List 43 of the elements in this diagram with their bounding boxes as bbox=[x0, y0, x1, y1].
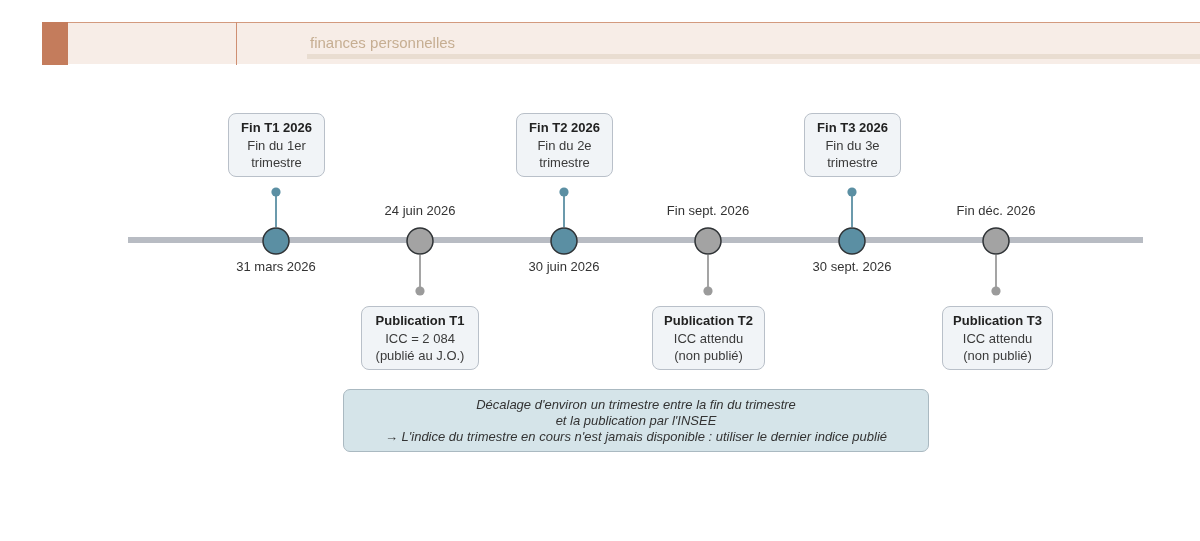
card-text: Fin du 2e trimestre bbox=[536, 137, 593, 171]
timeline-marker bbox=[838, 227, 866, 255]
card-text: ICC attendu bbox=[673, 330, 744, 347]
event-card bbox=[804, 113, 901, 177]
timeline-marker bbox=[550, 227, 578, 255]
event-card bbox=[516, 113, 613, 177]
connector-line bbox=[271, 187, 281, 228]
date-label: Fin déc. 2026 bbox=[956, 203, 1036, 219]
date-label: 30 sept. 2026 bbox=[812, 259, 892, 275]
note-text: → L'indice du trimestre en cours n'est jamais disponible : utiliser le dernier indice publié bbox=[384, 428, 888, 445]
event-card bbox=[228, 113, 325, 177]
card-title: Publication T2 bbox=[664, 312, 753, 330]
card-title: Publication T3 bbox=[953, 312, 1042, 330]
timeline-marker bbox=[694, 227, 722, 255]
note-box bbox=[343, 389, 929, 452]
event-card bbox=[652, 306, 765, 370]
card-title: Fin T1 2026 bbox=[241, 119, 312, 137]
connector-line bbox=[559, 187, 569, 228]
date-label: 24 juin 2026 bbox=[384, 203, 456, 219]
tagline: finances personnelles bbox=[310, 34, 456, 52]
date-label: Fin sept. 2026 bbox=[666, 203, 750, 219]
connector-line bbox=[415, 254, 425, 296]
card-text: Fin du 1er trimestre bbox=[246, 137, 307, 171]
card-text: Fin du 3e trimestre bbox=[824, 137, 881, 171]
card-text: (non publié) bbox=[963, 347, 1032, 364]
date-label: 30 juin 2026 bbox=[528, 259, 600, 275]
connector-line bbox=[703, 254, 713, 296]
card-title: Publication T1 bbox=[375, 312, 465, 330]
timeline-marker bbox=[982, 227, 1010, 255]
event-card bbox=[942, 306, 1053, 370]
card-title: Fin T2 2026 bbox=[529, 119, 600, 137]
timeline-marker bbox=[406, 227, 434, 255]
card-text: (publié au J.O.) bbox=[375, 347, 465, 364]
card-title: Fin T3 2026 bbox=[817, 119, 888, 137]
timeline-marker bbox=[262, 227, 290, 255]
connector-line bbox=[847, 187, 857, 228]
card-text: ICC = 2 084 bbox=[385, 330, 455, 347]
date-label: 31 mars 2026 bbox=[236, 259, 316, 275]
card-text: (non publié) bbox=[674, 347, 743, 364]
connector-line bbox=[991, 254, 1001, 296]
event-card bbox=[361, 306, 479, 370]
card-text: ICC attendu bbox=[962, 330, 1033, 347]
note-text: Décalage d'environ un trimestre entre la fin du trimestre et la publication par l'INSEE bbox=[475, 396, 797, 429]
